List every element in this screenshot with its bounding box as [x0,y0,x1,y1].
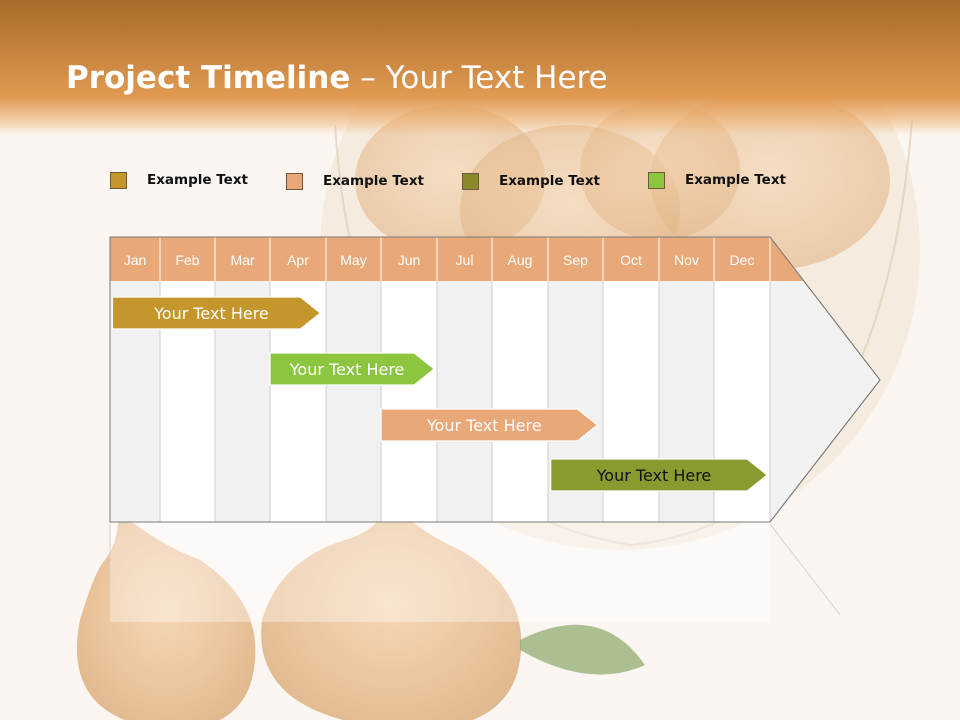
reflection-panel [110,522,770,622]
task-bar-4[interactable]: Your Text Here [550,458,769,492]
task-bar-label: Your Text Here [153,304,269,323]
task-bar-shape [550,458,769,492]
month-label-jun: Jun [398,252,421,268]
legend-label-1: Example Text [147,172,248,188]
task-bar-label: Your Text Here [596,466,712,485]
month-column [381,281,437,522]
month-label-jan: Jan [124,252,147,268]
task-bar-shape [380,408,599,442]
task-bar-label: Your Text Here [289,360,405,379]
month-column [437,281,492,522]
title-band [0,0,960,135]
month-label-nov: Nov [674,252,699,268]
timeline-reflection [109,522,841,622]
slide-title: Project Timeline – Your Text Here [66,60,608,96]
legend-label-4: Example Text [685,172,786,188]
legend-swatch-1 [110,172,127,189]
month-column [326,281,381,522]
legend-label-3: Example Text [499,173,600,189]
title-rest-text: – Your Text Here [350,60,608,96]
month-label-oct: Oct [620,252,642,268]
task-bar-shape [269,352,436,386]
task-bar-2[interactable]: Your Text Here [269,352,436,386]
legend-swatch-2 [286,173,303,190]
month-label-jul: Jul [456,252,474,268]
timeline-month-header: Jan Feb Mar Apr May Jun Jul Aug Sep Oct Nov Dec [109,236,881,523]
reflection-edge-right [769,523,841,616]
month-label-apr: Apr [287,252,309,268]
arrow-outline [109,236,881,523]
legend-swatch-4 [648,172,665,189]
task-bar-shape [111,296,322,330]
task-bar-label: Your Text Here [426,416,542,435]
task-bar-1[interactable]: Your Text Here [111,296,322,330]
title-bold-text: Project Timeline [66,60,351,96]
legend-swatch-3 [462,173,479,190]
legend-label-2: Example Text [323,173,424,189]
task-bar-3[interactable]: Your Text Here [380,408,599,442]
month-label-dec: Dec [730,252,755,268]
month-label-mar: Mar [230,252,254,268]
month-header-band [110,237,804,281]
month-label-sep: Sep [563,252,588,268]
month-column [492,281,548,522]
month-label-feb: Feb [175,252,199,268]
month-label-aug: Aug [508,252,533,268]
month-label-may: May [340,252,366,268]
